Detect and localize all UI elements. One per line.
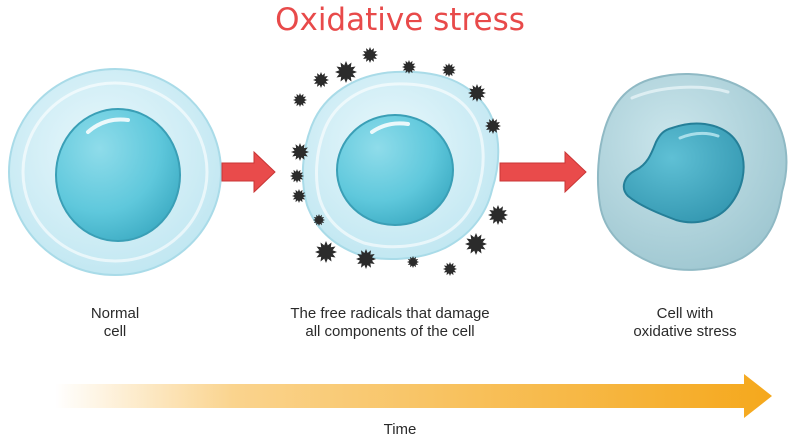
free-radical-particle [356, 249, 376, 269]
label-free-radicals-line-2: all components of the cell [305, 323, 475, 340]
radical-attacked-cell [301, 70, 500, 261]
free-radical-particle [465, 233, 487, 255]
normal-cell [8, 68, 222, 276]
stressed-cell-highlight [678, 131, 720, 140]
free-radical-particle [293, 93, 307, 107]
label-stressed-cell-line-2: oxidative stress [633, 323, 737, 340]
free-radical-particle [313, 72, 329, 88]
page-title: Oxidative stress [275, 2, 525, 38]
free-radical-particle [443, 262, 457, 276]
free-radical-particle [315, 241, 337, 263]
radical-cell-highlight [370, 121, 410, 134]
timeline-arrow [55, 374, 772, 418]
stressed-cell-fold [630, 85, 730, 100]
label-normal-cell: Normal cell [40, 305, 190, 341]
free-radical-particle [402, 60, 416, 74]
free-radical-particle [292, 189, 306, 203]
radical-cell-inner-ring [315, 82, 485, 249]
label-free-radicals-line-1: The free radicals that damage [290, 305, 490, 322]
normal-cell-inner-ring [21, 81, 209, 263]
free-radical-particle [290, 169, 304, 183]
label-normal-cell-line-2: cell [103, 323, 127, 340]
free-radical-particle [313, 214, 325, 226]
stressed-cell [596, 73, 788, 271]
label-stressed-cell-line-1: Cell with [656, 305, 714, 322]
free-radical-particle [335, 61, 357, 83]
arrow-radicals-to-stressed [499, 150, 587, 194]
free-radical-particle [362, 47, 378, 63]
label-normal-cell-line-1: Normal [90, 305, 140, 322]
free-radical-particle [468, 84, 486, 102]
label-free-radicals: The free radicals that damage all compon… [270, 305, 510, 341]
free-radical-particle [291, 143, 309, 161]
timeline-label: Time [383, 421, 417, 438]
label-stressed-cell: Cell with oxidative stress [600, 305, 770, 341]
free-radical-particle [407, 256, 419, 268]
free-radical-particle [488, 205, 508, 225]
free-radical-particle [485, 118, 501, 134]
free-radicals [290, 47, 508, 276]
free-radical-particle [442, 63, 456, 77]
radical-cell-nucleus [336, 114, 454, 226]
arrow-normal-to-radicals [221, 150, 276, 194]
normal-cell-nucleus [55, 108, 181, 242]
normal-cell-highlight [86, 117, 130, 134]
stressed-cell-nucleus [622, 122, 745, 224]
